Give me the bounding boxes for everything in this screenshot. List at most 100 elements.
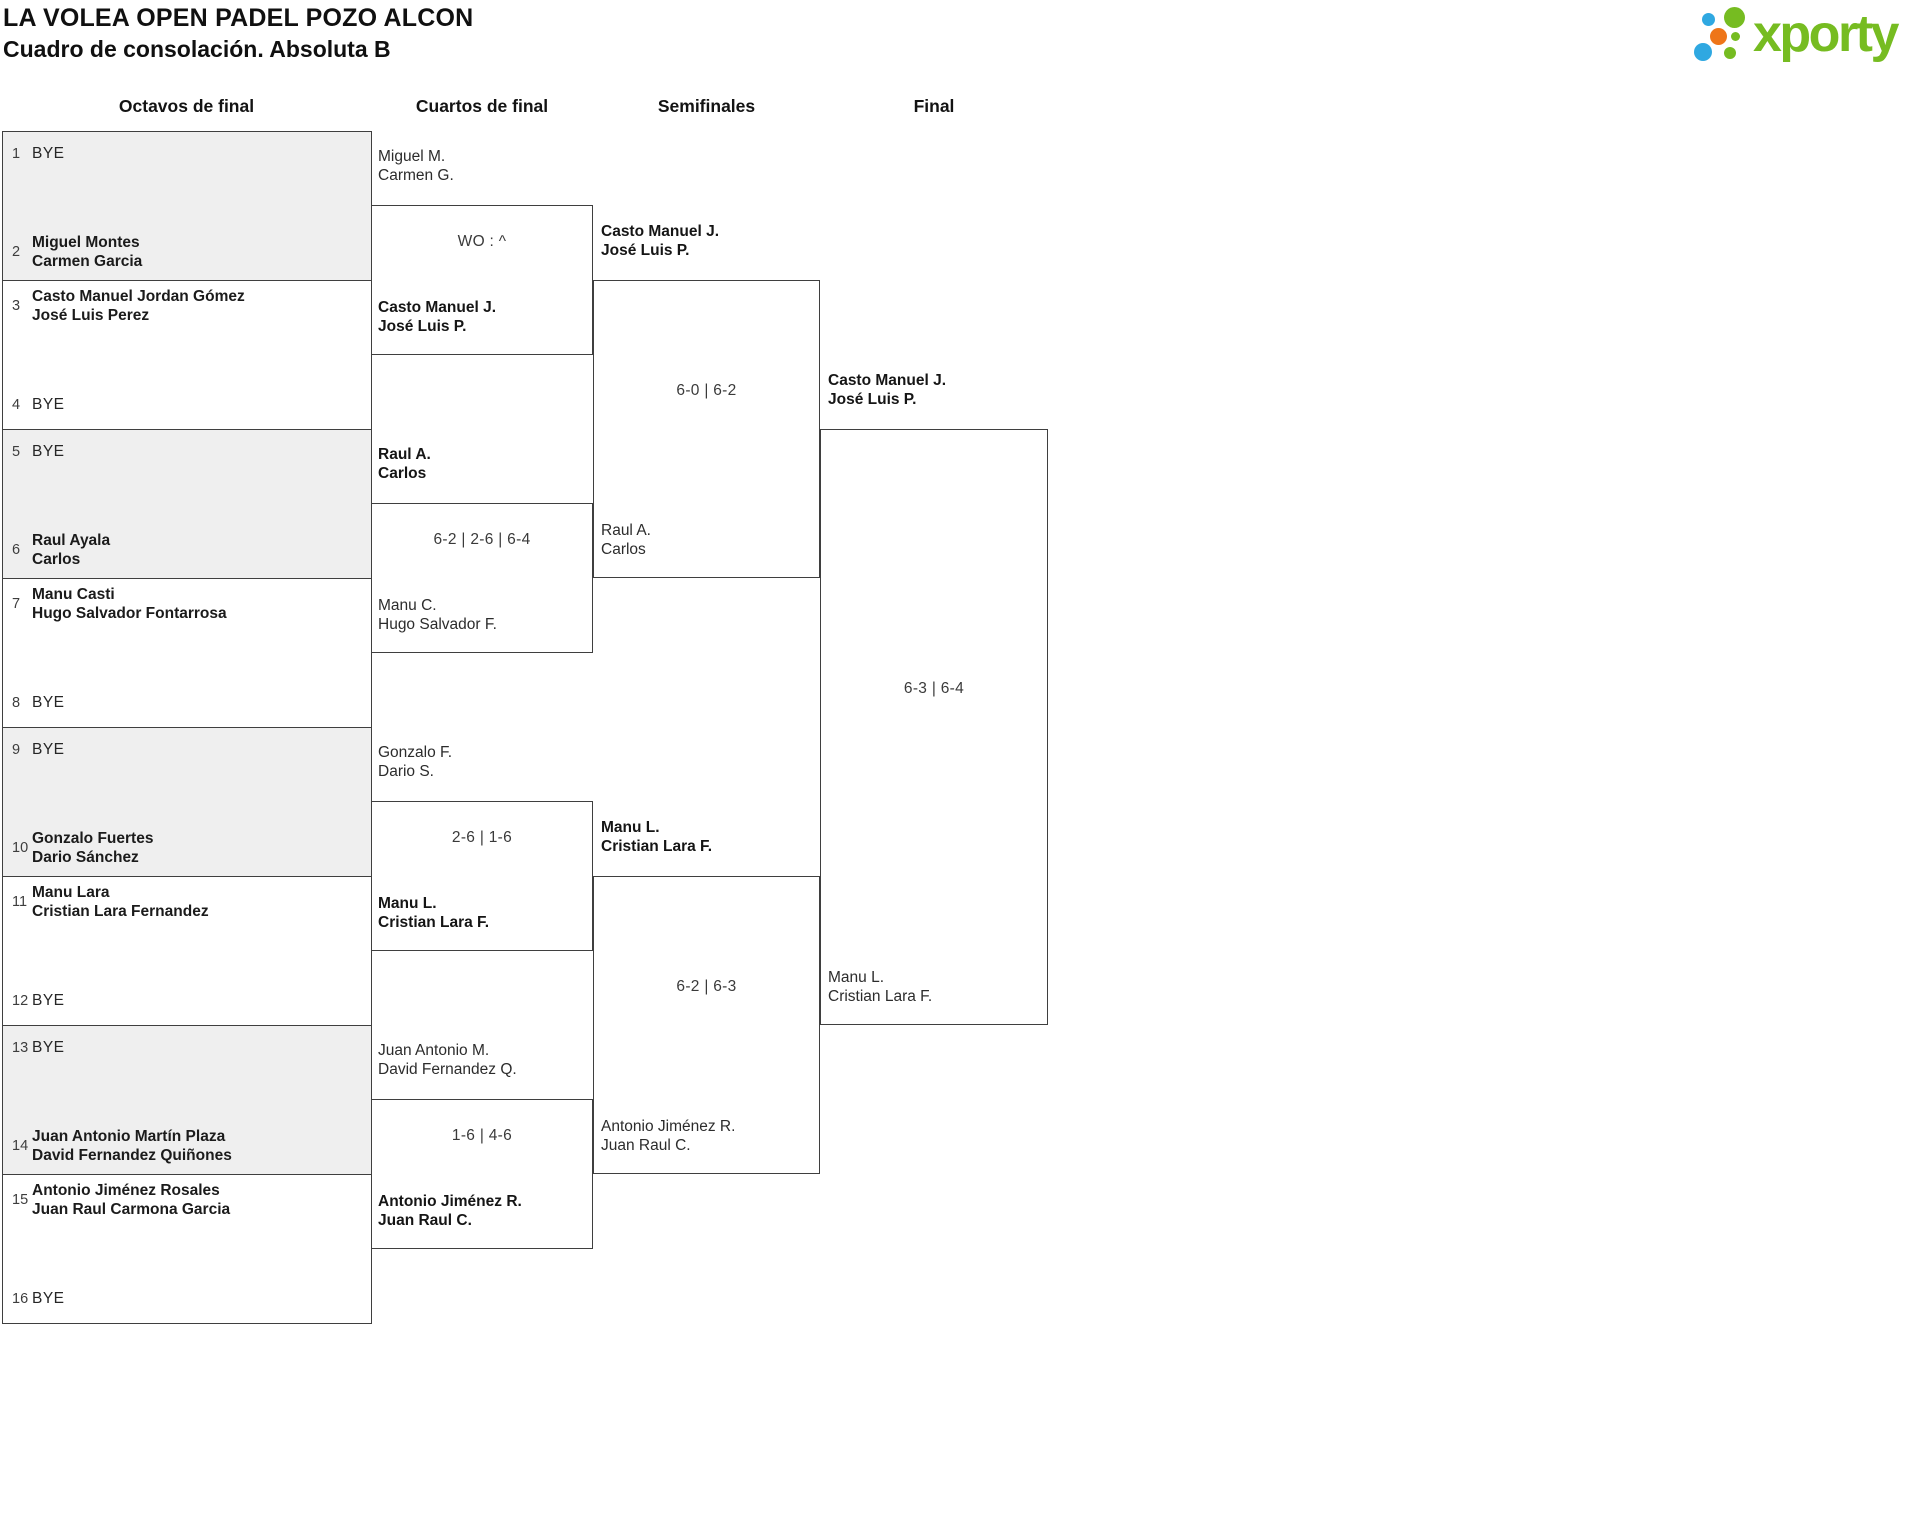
player-2: Juan Raul C. [601,1137,691,1154]
team-names: Manu Lara Cristian Lara Fernandez [32,883,209,921]
bye-label: BYE [32,992,65,1009]
player-2: Cristian Lara F. [601,838,713,855]
seed-slot-16: 16 BYE [12,1290,365,1308]
octavos-box-5: 9 BYE 10 Gonzalo Fuertes Dario Sánchez [2,727,372,877]
player-1: Raul A. [378,446,431,463]
seed-number: 1 [12,146,21,162]
bracket-subtitle: Cuadro de consolación. Absoluta B [3,36,391,62]
sf2-bottom-team: Antonio Jiménez R. Juan Raul C. [601,1117,735,1155]
team-names: Casto Manuel Jordan Gómez José Luis Pere… [32,287,245,325]
qf1-top-team: Miguel M. Carmen G. [378,147,454,185]
player-2: Cristian Lara Fernandez [32,903,209,920]
player-1: Antonio Jiménez R. [378,1193,522,1210]
seed-number: 12 [12,993,29,1009]
sf2-score: 6-2 | 6-3 [676,978,737,995]
team-names: Raul Ayala Carlos [32,531,110,569]
round-header-cuartos: Cuartos de final [415,96,549,116]
qf1-box [371,205,593,355]
tournament-title: LA VOLEA OPEN PADEL POZO ALCON [3,4,474,32]
player-2: José Luis P. [828,391,917,408]
player-1: Antonio Jiménez R. [601,1118,736,1135]
qf3-bottom-team: Manu L. Cristian Lara F. [378,894,489,932]
player-2: Carlos [32,551,81,568]
seed-slot-13: 13 BYE [12,1039,365,1057]
logo-dot-green-big [1724,7,1745,28]
qf3-box [371,801,593,951]
seed-slot-10: 10 Gonzalo Fuertes Dario Sánchez [12,829,365,867]
sf2-box [593,876,820,1174]
player-2: Carmen Garcia [32,253,143,270]
team-names: Manu Casti Hugo Salvador Fontarrosa [32,585,227,623]
seed-slot-7: 7 Manu Casti Hugo Salvador Fontarrosa [12,585,365,623]
final-score: 6-3 | 6-4 [903,680,965,697]
player-1: Gonzalo Fuertes [32,830,154,847]
seed-number: 8 [12,695,21,711]
seed-number: 7 [12,596,21,612]
player-2: Hugo Salvador Fontarrosa [32,605,227,622]
player-2: David Fernandez Q. [378,1061,517,1078]
player-1: Miguel Montes [32,234,140,251]
logo-dot-blue-big [1694,43,1712,61]
octavos-box-8: 15 Antonio Jiménez Rosales Juan Raul Car… [2,1174,372,1324]
player-1: Manu L. [378,895,437,912]
player-2: José Luis P. [378,318,467,335]
player-1: Manu L. [828,969,885,986]
player-1: Manu Lara [32,884,110,901]
seed-number: 10 [12,840,29,856]
seed-slot-9: 9 BYE [12,741,365,759]
seed-slot-2: 2 Miguel Montes Carmen Garcia [12,233,365,271]
logo-dot-orange [1710,28,1727,45]
seed-slot-11: 11 Manu Lara Cristian Lara Fernandez [12,883,365,921]
player-2: Dario Sánchez [32,849,139,866]
round-header-octavos: Octavos de final [118,96,255,116]
team-names: Juan Antonio Martín Plaza David Fernande… [32,1127,232,1165]
bye-label: BYE [32,443,65,460]
logo-wordmark: xporty [1753,5,1899,63]
xporty-logo[interactable]: xporty [1683,2,1915,74]
final-bottom-team: Manu L. Cristian Lara F. [828,968,932,1006]
seed-slot-15: 15 Antonio Jiménez Rosales Juan Raul Car… [12,1181,365,1219]
sf2-top-team: Manu L. Cristian Lara F. [601,818,712,856]
seed-slot-5: 5 BYE [12,443,365,461]
octavos-box-1: 1 BYE 2 Miguel Montes Carmen Garcia [2,131,372,281]
player-2: Carlos [378,465,427,482]
seed-number: 14 [12,1138,29,1154]
seed-slot-4: 4 BYE [12,396,365,414]
logo-dot-green-small [1724,47,1736,59]
logo-dot-green-tiny [1731,32,1740,41]
player-2: Dario S. [378,763,434,780]
seed-slot-3: 3 Casto Manuel Jordan Gómez José Luis Pe… [12,287,365,325]
final-top-team: Casto Manuel J. José Luis P. [828,371,946,409]
seed-number: 11 [12,894,28,910]
player-1: Manu C. [378,597,437,614]
player-1: Manu Casti [32,586,115,603]
player-2: Juan Raul C. [378,1212,472,1229]
sf1-score: 6-0 | 6-2 [676,382,737,399]
team-names: Gonzalo Fuertes Dario Sánchez [32,829,153,867]
bye-label: BYE [32,1039,65,1056]
qf4-bottom-team: Antonio Jiménez R. Juan Raul C. [378,1192,522,1230]
seed-number: 13 [12,1040,29,1056]
player-2: José Luis Perez [32,307,150,324]
seed-slot-14: 14 Juan Antonio Martín Plaza David Ferna… [12,1127,365,1165]
team-names: Miguel Montes Carmen Garcia [32,233,142,271]
logo-dot-blue-small [1702,13,1715,26]
player-2: Cristian Lara F. [378,914,490,931]
octavos-box-2: 3 Casto Manuel Jordan Gómez José Luis Pe… [2,280,372,430]
seed-number: 16 [12,1291,29,1307]
qf2-top-team: Raul A. Carlos [378,445,431,483]
octavos-box-3: 5 BYE 6 Raul Ayala Carlos [2,429,372,579]
sf1-box [593,280,820,578]
player-1: Gonzalo F. [378,744,453,761]
bye-label: BYE [32,396,65,413]
seed-slot-6: 6 Raul Ayala Carlos [12,531,365,569]
seed-number: 6 [12,542,21,558]
seed-number: 3 [12,298,21,314]
qf3-score: 2-6 | 1-6 [451,829,513,846]
seed-number: 2 [12,244,21,260]
seed-number: 15 [12,1192,29,1208]
player-1: Juan Antonio M. [378,1042,490,1059]
seed-number: 5 [12,444,21,460]
player-1: Antonio Jiménez Rosales [32,1182,220,1199]
